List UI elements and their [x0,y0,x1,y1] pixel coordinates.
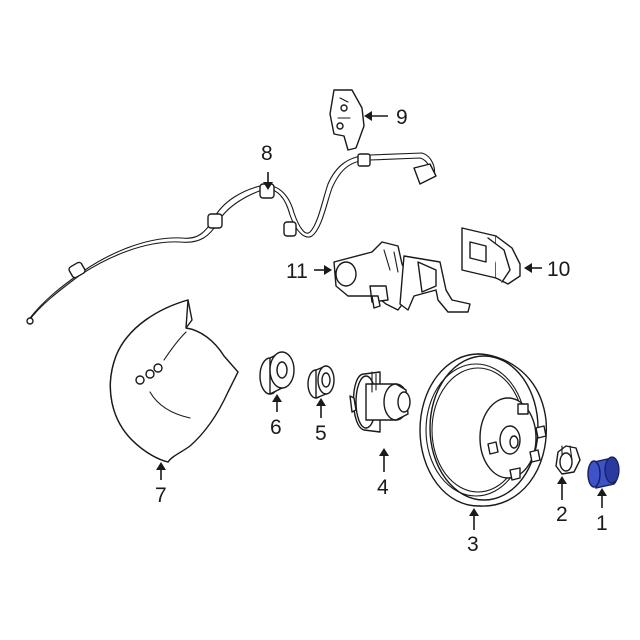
wheel-hub-icon [349,371,411,433]
callout-10: 10 [547,258,570,281]
callout-3: 3 [467,533,479,556]
callout-5: 5 [315,422,327,445]
callout-8: 8 [261,142,273,165]
callout-1: 1 [596,512,608,535]
callout-11: 11 [286,260,308,283]
outer-bearing-icon [307,365,335,399]
hub-nut-icon [555,445,581,475]
callout-6: 6 [270,416,282,439]
brake-rotor-icon [419,353,548,507]
inner-bearing-icon [259,351,295,395]
callout-9: 9 [396,106,408,129]
splash-shield-icon [109,299,239,463]
brake-hose-line-icon [26,152,437,325]
dust-cap-icon [587,456,620,489]
brake-pads-icon [461,227,521,285]
caliper-icon [333,241,471,313]
mounting-bracket-icon [329,89,365,151]
callout-labels: 1 2 3 4 5 6 7 8 9 10 11 [155,106,608,556]
callout-7: 7 [155,484,167,507]
callout-2: 2 [556,503,568,526]
callout-4: 4 [377,476,389,499]
leader-lines [156,111,607,530]
